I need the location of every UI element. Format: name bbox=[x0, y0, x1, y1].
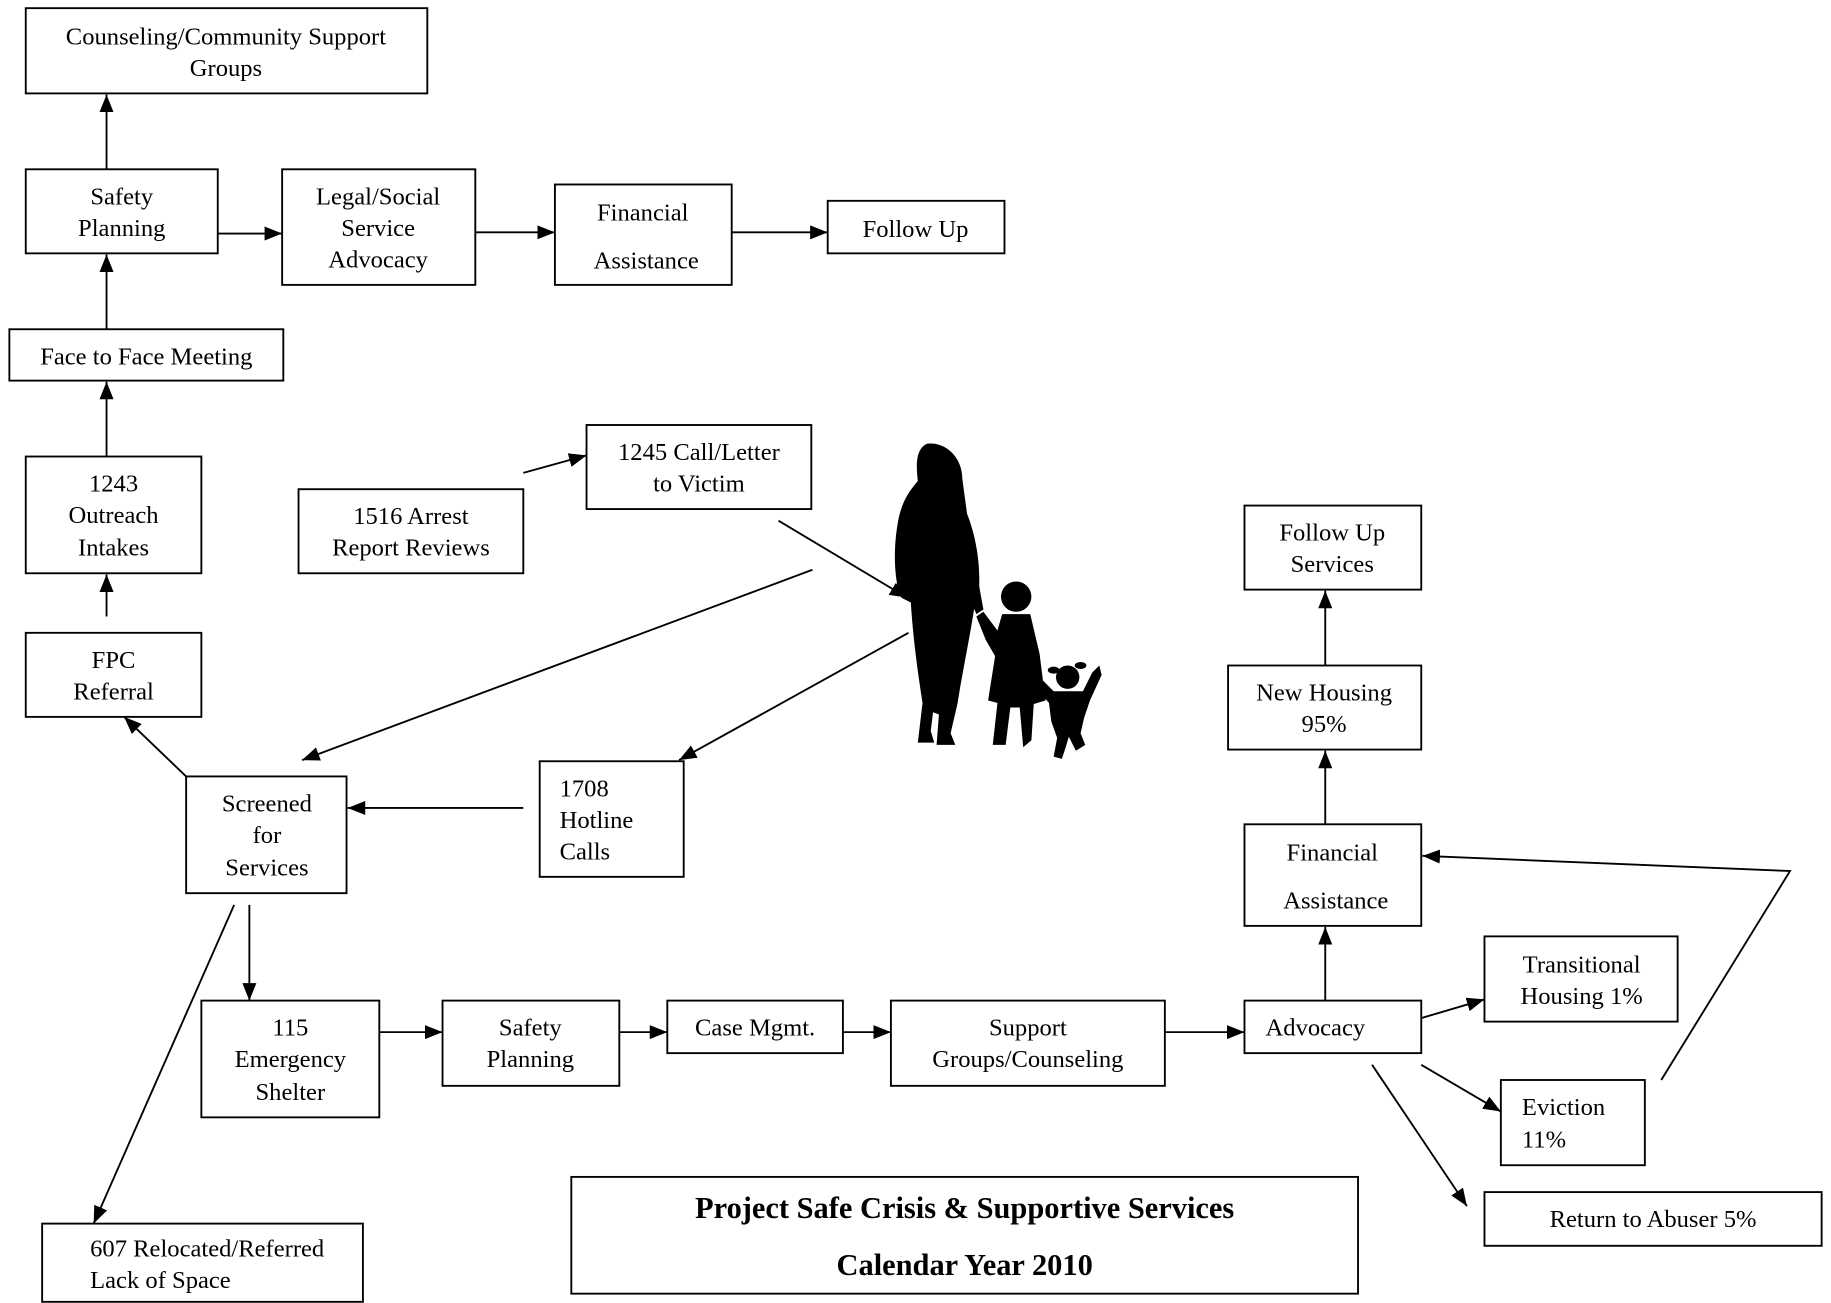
node-label-line: Report Reviews bbox=[332, 535, 490, 562]
node-transitional-housing: Transitional Housing 1% bbox=[1483, 935, 1679, 1023]
node-legal-social-advocacy: Legal/Social Service Advocacy bbox=[281, 168, 477, 286]
node-label-line: Referral bbox=[73, 678, 154, 705]
node-return-to-abuser: Return to Abuser 5% bbox=[1483, 1191, 1823, 1247]
node-label-line: New Housing bbox=[1256, 680, 1392, 707]
node-label-line: 11% bbox=[1522, 1127, 1566, 1154]
toddler-head bbox=[1055, 665, 1080, 689]
arrow-victim-to-hotline bbox=[678, 632, 909, 761]
node-label-line: Advocacy bbox=[328, 246, 428, 273]
node-label-line: Planning bbox=[78, 215, 165, 242]
node-label-line: Counseling/Community Support bbox=[66, 23, 386, 50]
node-follow-up-services: Follow Up Services bbox=[1243, 504, 1423, 591]
diagram-subtitle: Calendar Year 2010 bbox=[837, 1248, 1093, 1282]
node-emergency-shelter: 115 Emergency Shelter bbox=[200, 999, 381, 1119]
node-label-line: Service bbox=[341, 215, 415, 242]
node-label-line: Intakes bbox=[78, 535, 149, 562]
node-label-line: Eviction bbox=[1522, 1094, 1605, 1121]
node-label-line: Advocacy bbox=[1266, 1015, 1366, 1042]
node-label-line: Safety bbox=[499, 1015, 563, 1042]
node-outreach-intakes: 1243 Outreach Intakes bbox=[24, 455, 203, 575]
node-financial-assistance-top: Financial Assistance bbox=[553, 183, 733, 286]
node-label-line: 115 bbox=[272, 1015, 308, 1042]
node-face-to-face-meeting: Face to Face Meeting bbox=[8, 328, 285, 382]
diagram-title-box: Project Safe Crisis & Supportive Service… bbox=[570, 1175, 1359, 1295]
node-label-line: Outreach bbox=[69, 502, 159, 529]
node-label-line: Lack of Space bbox=[90, 1267, 231, 1294]
arrow-advocacy-to-transitional bbox=[1420, 997, 1485, 1020]
node-label-line: Follow Up bbox=[1279, 520, 1385, 547]
child-head bbox=[1000, 581, 1032, 612]
node-counseling-support-groups: Counseling/Community Support Groups bbox=[24, 7, 429, 95]
node-label-line: Screened bbox=[222, 790, 312, 817]
node-label-line: 1516 Arrest bbox=[353, 503, 469, 530]
node-label-line: Assistance bbox=[594, 248, 699, 275]
node-fpc-referral: FPC Referral bbox=[24, 631, 203, 718]
arrow-arrest-to-call-letter bbox=[523, 453, 587, 474]
node-label-line: Transitional bbox=[1523, 952, 1641, 979]
arrow-victim-to-screened bbox=[301, 568, 813, 761]
node-label-line: Assistance bbox=[1283, 887, 1388, 914]
node-label-line: Hotline bbox=[560, 807, 634, 834]
node-label-line: 1245 Call/Letter bbox=[618, 439, 780, 466]
arrow-eviction-to-financial bbox=[1422, 849, 1792, 1081]
node-label-line: Planning bbox=[487, 1046, 574, 1073]
node-screened-for-services: Screened for Services bbox=[185, 775, 348, 895]
node-label-line: FPC bbox=[92, 647, 136, 674]
node-label-line: Face to Face Meeting bbox=[40, 343, 252, 370]
node-label-line: to Victim bbox=[653, 471, 745, 498]
child-silhouette bbox=[976, 611, 1046, 748]
arrow-advocacy-to-return-to-abuser bbox=[1371, 1064, 1468, 1207]
node-advocacy: Advocacy bbox=[1243, 999, 1423, 1055]
node-support-groups-counseling: Support Groups/Counseling bbox=[889, 999, 1166, 1087]
node-label-line: Groups bbox=[190, 55, 262, 82]
node-label-line: Calls bbox=[560, 838, 611, 865]
node-relocated-referred: 607 Relocated/Referred Lack of Space bbox=[41, 1222, 364, 1303]
arrow-advocacy-to-eviction bbox=[1420, 1064, 1502, 1113]
node-label-line: Shelter bbox=[256, 1079, 326, 1106]
node-financial-assistance-right: Financial Assistance bbox=[1243, 823, 1423, 927]
node-label-line: Case Mgmt. bbox=[695, 1015, 815, 1042]
node-arrest-report-reviews: 1516 Arrest Report Reviews bbox=[297, 488, 525, 575]
node-label-line: Legal/Social bbox=[316, 183, 440, 210]
node-follow-up: Follow Up bbox=[826, 199, 1006, 255]
node-label-line: Services bbox=[1291, 551, 1374, 578]
woman-silhouette bbox=[894, 443, 980, 745]
node-label-line: for bbox=[253, 822, 282, 849]
node-label-line: Emergency bbox=[235, 1046, 347, 1073]
node-label-line: Housing 1% bbox=[1521, 983, 1643, 1010]
node-label-line: Safety bbox=[90, 183, 154, 210]
node-hotline-calls: 1708 Hotline Calls bbox=[538, 760, 685, 878]
node-label-line: Return to Abuser 5% bbox=[1550, 1206, 1757, 1233]
arrow-screened-to-fpc bbox=[123, 716, 187, 778]
node-label-line: Financial bbox=[1287, 840, 1379, 867]
node-label-line: Groups/Counseling bbox=[932, 1046, 1123, 1073]
node-label-line: Follow Up bbox=[863, 216, 969, 243]
woman-and-children-silhouette-icon bbox=[894, 443, 1102, 759]
node-safety-planning-bottom: Safety Planning bbox=[441, 999, 621, 1087]
node-new-housing: New Housing 95% bbox=[1227, 664, 1423, 751]
node-label-line: 1243 bbox=[89, 471, 138, 498]
node-label-line: Support bbox=[989, 1015, 1067, 1042]
woman-arm-holding-child bbox=[967, 548, 984, 615]
node-label-line: 95% bbox=[1302, 711, 1347, 738]
diagram-title: Project Safe Crisis & Supportive Service… bbox=[695, 1191, 1234, 1225]
arrow-screened-to-relocated bbox=[92, 904, 236, 1224]
node-label-line: 607 Relocated/Referred bbox=[90, 1235, 324, 1262]
toddler-pigtail-right bbox=[1074, 662, 1087, 670]
node-label-line: Services bbox=[225, 855, 308, 882]
toddler-silhouette bbox=[1034, 665, 1102, 759]
node-safety-planning-top: Safety Planning bbox=[24, 168, 219, 255]
node-label-line: Financial bbox=[597, 200, 689, 227]
node-case-mgmt: Case Mgmt. bbox=[666, 999, 844, 1055]
node-call-letter-to-victim: 1245 Call/Letter to Victim bbox=[585, 424, 813, 510]
toddler-pigtail-left bbox=[1047, 666, 1060, 674]
node-label-line: 1708 bbox=[560, 775, 609, 802]
arrow-call-letter-to-victim-figure bbox=[778, 519, 908, 599]
node-eviction: Eviction 11% bbox=[1499, 1079, 1646, 1167]
